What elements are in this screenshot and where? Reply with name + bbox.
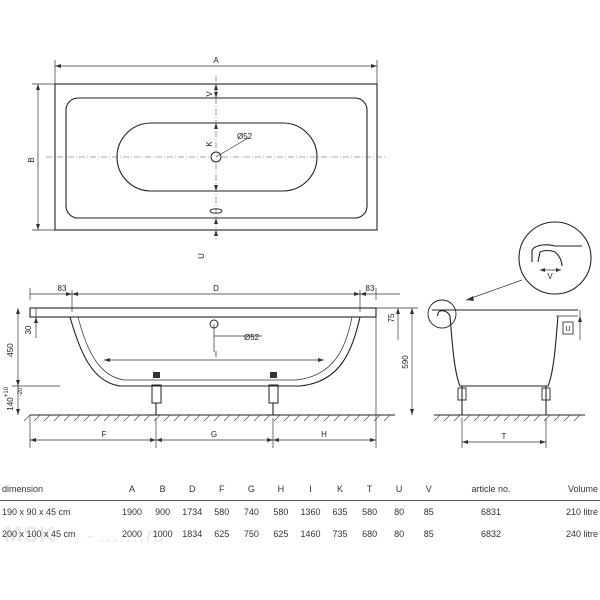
section-profile	[437, 310, 559, 387]
cell-h: 625	[273, 529, 289, 539]
cell-volume: 240 litre	[565, 529, 598, 539]
side-body	[69, 316, 361, 387]
height-75: 75	[387, 313, 396, 322]
leg-tol-minus: -20	[18, 387, 24, 396]
cell-k: 635	[332, 507, 348, 517]
edge-left-83: 83	[58, 284, 67, 293]
cell-g: 750	[243, 529, 259, 539]
col-header-article: article no.	[443, 478, 539, 501]
tub-inner-basin	[65, 97, 368, 219]
leg-left	[150, 372, 162, 416]
cell-f: 580	[214, 507, 230, 517]
cell-d: 1734	[182, 507, 203, 517]
drain-diameter-top: Ø52	[237, 132, 253, 141]
dimension-table: dimension A B D F G H I K T U V article …	[0, 478, 600, 545]
cell-u: 80	[394, 507, 405, 517]
cell-f: 625	[214, 529, 230, 539]
detail-u-label: U	[565, 326, 570, 333]
edge-right-83: 83	[366, 284, 375, 293]
col-header-u: U	[384, 478, 414, 501]
detail-v-label: V	[547, 272, 553, 281]
cell-dimension: 200 x 100 x 45 cm	[2, 529, 76, 539]
col-header-k: K	[325, 478, 355, 501]
col-header-dimension: dimension	[0, 478, 117, 501]
cell-i: 1460	[300, 529, 321, 539]
dim-k-label: K	[205, 141, 214, 147]
cell-dimension: 190 x 90 x 45 cm	[2, 507, 71, 517]
height-590: 590	[401, 355, 410, 369]
cell-b: 1000	[152, 529, 173, 539]
cell-h: 580	[273, 507, 289, 517]
col-header-t: T	[354, 478, 385, 501]
cell-b: 900	[155, 507, 171, 517]
dim-i-label: I	[215, 350, 217, 359]
cell-g: 740	[243, 507, 259, 517]
side-rim	[29, 307, 377, 318]
height-450: 450	[6, 343, 15, 357]
overflow-icon	[209, 208, 223, 214]
col-header-v: V	[413, 478, 444, 501]
leg-tol-plus: +10	[4, 386, 10, 397]
dim-u-label: U	[197, 253, 206, 259]
detail-callout	[518, 221, 592, 295]
side-view: 83 D 83 Ø52 I	[4, 284, 418, 448]
cell-t: 580	[362, 507, 378, 517]
dim-f-label: F	[102, 430, 107, 439]
dim-b-label: B	[27, 157, 36, 162]
cell-t: 680	[362, 529, 378, 539]
cell-d: 1834	[182, 529, 203, 539]
height-30: 30	[24, 325, 33, 334]
cell-u: 80	[394, 529, 405, 539]
col-header-a: A	[116, 478, 148, 501]
col-header-b: B	[147, 478, 178, 501]
drain-diameter-side: Ø52	[244, 333, 260, 342]
leg-right	[267, 372, 279, 416]
dim-h-label: H	[321, 430, 327, 439]
col-header-f: F	[207, 478, 237, 501]
cell-a: 1900	[122, 507, 143, 517]
col-header-i: I	[295, 478, 326, 501]
col-header-d: D	[177, 478, 207, 501]
cell-volume: 210 litre	[565, 507, 598, 517]
col-header-h: H	[266, 478, 296, 501]
dim-v-label: V	[205, 91, 214, 97]
dim-g-label: G	[211, 430, 217, 439]
top-view: A B Ø52 V K U	[27, 56, 386, 259]
technical-drawing: A B Ø52 V K U	[4, 56, 592, 448]
table-header-row: dimension A B D F G H I K T U V article …	[0, 478, 600, 501]
cell-v: 85	[423, 529, 434, 539]
section-view: V U	[427, 221, 592, 448]
dim-d-label: D	[213, 284, 219, 293]
table-row: 190 x 90 x 45 cm 1900 900 1734 580 740 5…	[0, 501, 600, 524]
col-header-g: G	[236, 478, 267, 501]
col-header-volume: Volume	[538, 478, 600, 501]
cell-v: 85	[423, 507, 434, 517]
cell-k: 735	[332, 529, 348, 539]
cell-article: 6831	[481, 507, 502, 517]
cell-a: 2000	[122, 529, 143, 539]
cell-article: 6832	[481, 529, 502, 539]
leg-height-140: 140	[6, 397, 15, 411]
dim-a-label: A	[213, 56, 219, 65]
cell-i: 1360	[300, 507, 321, 517]
table-row: 200 x 100 x 45 cm 2000 1000 1834 625 750…	[0, 523, 600, 545]
dim-t-label: T	[502, 432, 507, 441]
